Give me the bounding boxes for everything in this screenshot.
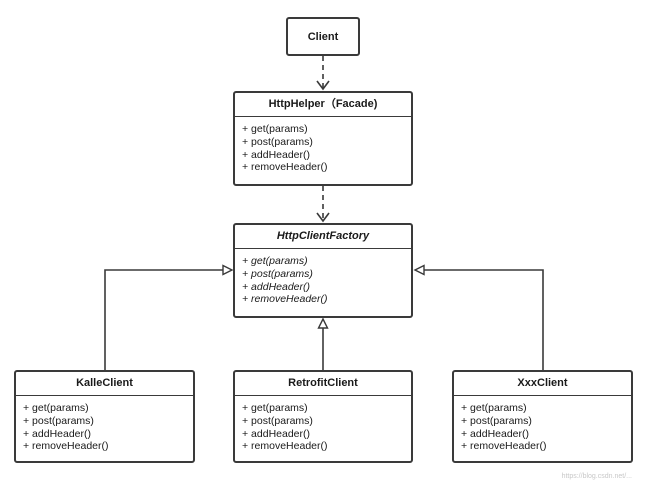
xxx-client-box: XxxClient + get(params) + post(params) +… [452, 370, 633, 463]
method: + get(params) [461, 402, 527, 414]
method: + addHeader() [461, 427, 529, 440]
method: + post(params) [461, 414, 532, 427]
method: + addHeader() [242, 427, 310, 440]
facade-title: HttpHelper（Facade) [235, 93, 411, 117]
method: + post(params) [242, 267, 313, 280]
method: + removeHeader() [242, 440, 328, 453]
xxx-inheritance-triangle [413, 264, 425, 276]
method: + get(params) [242, 255, 308, 267]
kalle-client-box: KalleClient + get(params) + post(params)… [14, 370, 195, 463]
xxx-client-methods: + get(params) + post(params) + addHeader… [454, 396, 631, 453]
retrofit-client-title: RetrofitClient [235, 372, 411, 396]
retrofit-client-methods: + get(params) + post(params) + addHeader… [235, 396, 411, 453]
method: + post(params) [242, 135, 313, 148]
method: + removeHeader() [461, 440, 547, 453]
method: + addHeader() [242, 148, 310, 161]
retrofit-client-box: RetrofitClient + get(params) + post(para… [233, 370, 413, 463]
method: + get(params) [242, 123, 308, 135]
retrofit-inheritance-triangle [317, 317, 329, 329]
kalle-inheritance-triangle [222, 264, 234, 276]
factory-box: HttpClientFactory + get(params) + post(p… [233, 223, 413, 318]
method: + removeHeader() [242, 293, 328, 306]
watermark-text: https://blog.csdn.net/... [561, 473, 632, 480]
client-title: Client [307, 31, 339, 43]
method: + get(params) [23, 402, 89, 414]
factory-title: HttpClientFactory [235, 225, 411, 249]
xxx-client-title: XxxClient [454, 372, 631, 396]
method: + removeHeader() [23, 440, 109, 453]
method: + removeHeader() [242, 161, 328, 174]
method: + addHeader() [23, 427, 91, 440]
method: + addHeader() [242, 280, 310, 293]
xxx-inheritance-line [422, 269, 544, 370]
method: + get(params) [242, 402, 308, 414]
kalle-client-title: KalleClient [16, 372, 193, 396]
facade-methods: + get(params) + post(params) + addHeader… [235, 117, 411, 174]
facade-box: HttpHelper（Facade) + get(params) + post(… [233, 91, 413, 186]
kalle-inheritance-line [104, 269, 224, 370]
kalle-client-methods: + get(params) + post(params) + addHeader… [16, 396, 193, 453]
factory-methods: + get(params) + post(params) + addHeader… [235, 249, 411, 306]
facade-to-factory-arrowhead [316, 212, 330, 223]
method: + post(params) [242, 414, 313, 427]
method: + post(params) [23, 414, 94, 427]
client-box: Client [286, 17, 360, 56]
client-to-facade-arrowhead [316, 80, 330, 91]
